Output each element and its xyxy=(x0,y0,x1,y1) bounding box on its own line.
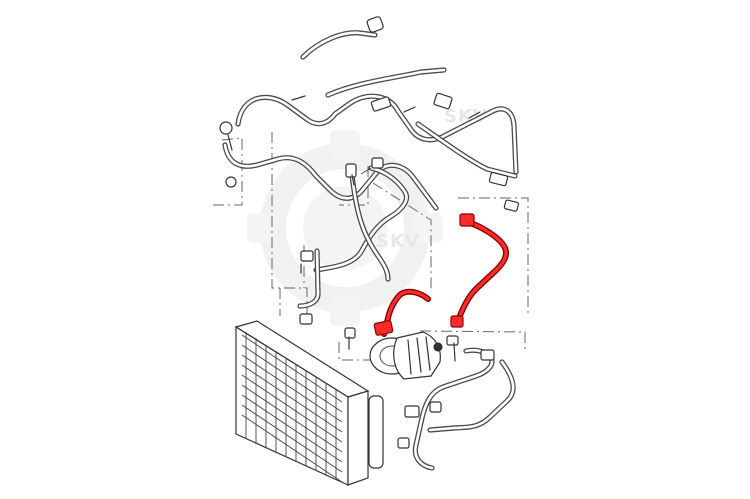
red-fitting-top xyxy=(459,213,475,227)
top-left-pipe-fill xyxy=(301,31,377,59)
left-vertical-pipe-fill xyxy=(298,249,320,308)
watermark-tooth-top xyxy=(330,130,360,160)
condenser xyxy=(234,320,384,486)
dashed-reference-lines xyxy=(212,132,529,361)
center-bolt xyxy=(351,174,355,186)
small-connectors xyxy=(300,157,459,362)
top-right-pipe-outline xyxy=(325,67,447,98)
compressor-rib-3 xyxy=(425,336,431,371)
connector-right-compressor xyxy=(446,335,459,346)
red-pipe-lower-fill xyxy=(382,290,430,336)
dash-center-link xyxy=(372,182,432,290)
upper-hose-clamp-2 xyxy=(403,106,416,113)
right-fitting-top xyxy=(488,172,509,187)
lower-right-loop-fill xyxy=(428,360,515,432)
vertical-pipe-fill xyxy=(350,173,390,281)
receiver-drier xyxy=(368,395,384,469)
center-fitting-right xyxy=(433,92,453,110)
watermark-tooth-bottom xyxy=(330,296,360,326)
middle-left-pipe-fill xyxy=(314,166,408,272)
dash-left-mid xyxy=(271,132,308,314)
bottom-center-fitting-2 xyxy=(429,401,442,413)
middle-clamp xyxy=(360,167,372,175)
right-short-pipe-fill xyxy=(416,122,517,178)
middle-pipe-assembly xyxy=(297,163,410,325)
lower-right-loop-outline xyxy=(427,359,516,433)
compressor-rib-1 xyxy=(407,339,412,375)
upper-hose-clamp-3 xyxy=(468,111,481,119)
watermark-gear-center xyxy=(303,186,387,270)
connector-left-compressor xyxy=(344,327,356,339)
middle-pipe-fitting xyxy=(345,163,357,178)
upper-hose-clamp xyxy=(291,95,306,101)
watermark: SKV SKV xyxy=(247,106,487,326)
upper-main-pipe-fill xyxy=(236,94,518,174)
dash-center-top xyxy=(339,166,369,206)
red-pipe-upper-fill xyxy=(455,219,508,326)
right-receiver-fitting xyxy=(480,349,495,361)
lower-right-pipe-assembly xyxy=(397,347,516,471)
dash-right-vertical xyxy=(458,197,529,317)
middle-pipe-fill xyxy=(223,143,438,210)
left-fitting-lower xyxy=(225,176,237,188)
right-short-pipe-outline xyxy=(415,121,518,179)
compressor xyxy=(369,331,443,380)
compressor-body xyxy=(393,331,441,380)
condenser-side-face xyxy=(347,390,369,486)
compressor-rib-2 xyxy=(416,337,422,373)
compressor-valve xyxy=(433,342,443,352)
left-hose-clamp xyxy=(227,134,233,151)
right-fitting-lower xyxy=(503,199,519,212)
highlighted-red-pipe xyxy=(373,213,509,337)
left-fitting-upper xyxy=(219,121,233,135)
watermark-text-main: SKV xyxy=(376,231,420,252)
red-fitting-compressor xyxy=(373,320,394,336)
connector-right-compressor-stem xyxy=(453,342,456,362)
top-fitting xyxy=(366,16,384,33)
upper-pipe-assembly xyxy=(219,16,519,212)
connector-center-top xyxy=(371,157,384,169)
watermark-tooth-left xyxy=(247,213,277,243)
dash-left-top xyxy=(212,137,243,206)
dash-compressor xyxy=(338,342,375,361)
red-fitting-middle xyxy=(450,315,464,328)
center-fitting-top xyxy=(370,96,392,112)
bottom-center-fitting xyxy=(404,405,420,418)
dash-right-lower xyxy=(419,330,526,350)
lower-left-fitting-1 xyxy=(300,250,314,262)
bottom-left-fitting xyxy=(397,437,410,449)
lower-left-fitting-2 xyxy=(299,313,313,325)
condenser-fins xyxy=(241,332,343,483)
top-right-pipe-fill xyxy=(326,68,446,97)
watermark-tooth-right xyxy=(413,213,443,243)
